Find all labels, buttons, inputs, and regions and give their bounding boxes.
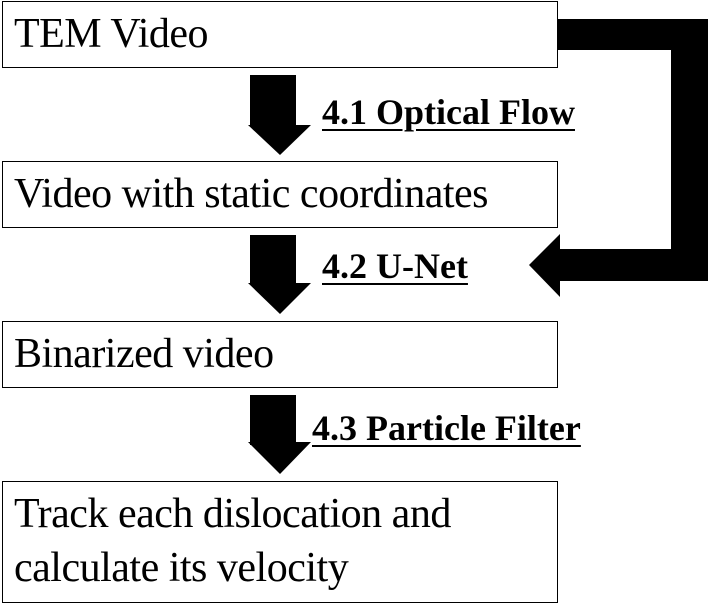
bypass-arrow xyxy=(529,19,708,297)
edge-label-unet: 4.2 U-Net xyxy=(322,246,468,286)
node-label: Video with static coordinates xyxy=(14,171,489,217)
down-arrow-particle-filter xyxy=(248,395,311,474)
node-label: Binarized video xyxy=(14,331,274,377)
node-binarized-video: Binarized video xyxy=(2,321,558,388)
node-label-line-2: calculate its velocity xyxy=(14,545,349,591)
down-arrow-optical-flow xyxy=(248,75,311,155)
edge-label-optical-flow: 4.1 Optical Flow xyxy=(322,92,575,132)
node-tem-video: TEM Video xyxy=(2,1,558,68)
node-track-dislocation: Track each dislocation and calculate its… xyxy=(2,481,558,603)
node-label-line-1: Track each dislocation and xyxy=(14,491,451,537)
node-static-video: Video with static coordinates xyxy=(2,161,558,228)
down-arrow-unet xyxy=(248,235,311,314)
node-label: TEM Video xyxy=(14,11,209,57)
edge-label-particle-filter: 4.3 Particle Filter xyxy=(312,408,581,448)
